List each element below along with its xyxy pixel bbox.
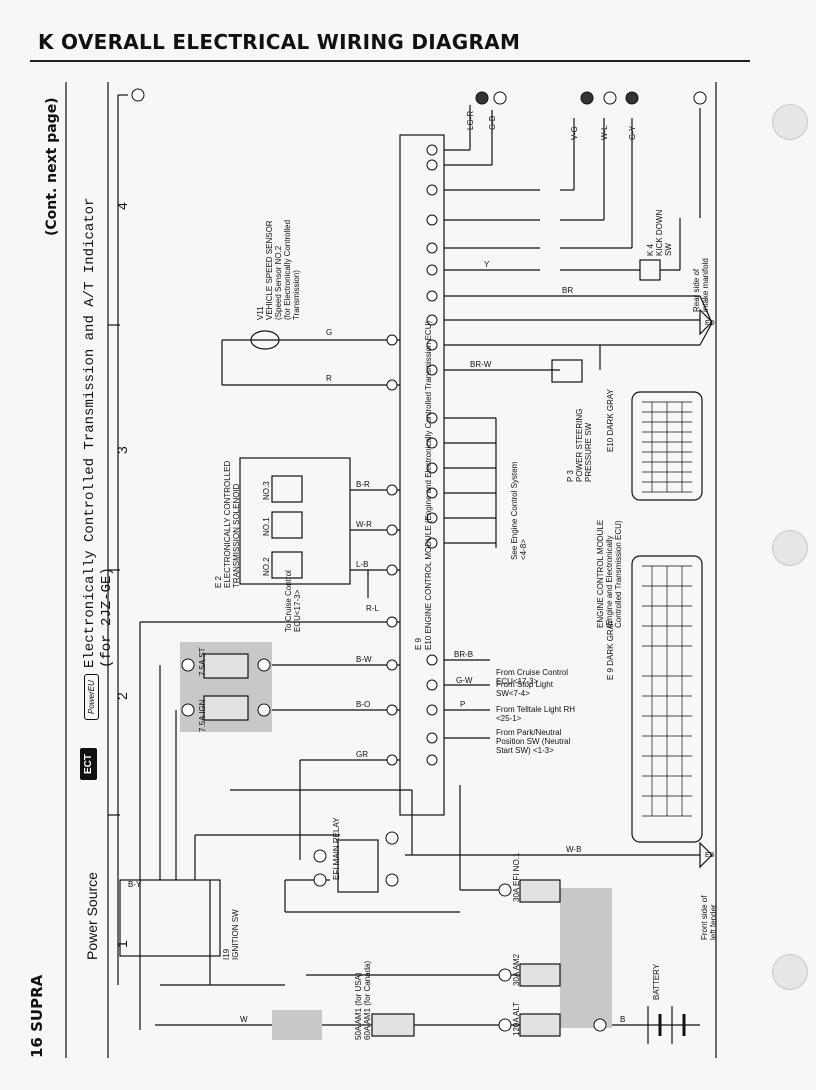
page-header: K OVERALL ELECTRICAL WIRING DIAGRAM — [0, 0, 816, 66]
page-title: K OVERALL ELECTRICAL WIRING DIAGRAM — [38, 30, 521, 54]
vss-label: V11 VEHICLE SPEED SENSOR (Speed Sensor N… — [256, 219, 301, 320]
wire-label-p: P — [460, 700, 466, 709]
ref-a — [131, 88, 145, 102]
solenoid-no2-label: NO.2 — [262, 557, 271, 576]
wire-label-w-r: W-R — [356, 520, 372, 529]
note-from-stop: From Stop Light SW<7-4> — [496, 680, 553, 698]
solenoid-no1-label: NO.1 — [262, 517, 271, 536]
wire-label-w-l: W-L — [600, 125, 609, 140]
note-from-telltale: From Telltale Light RH <25-1> — [496, 705, 575, 723]
kickdown-sw — [639, 259, 661, 281]
ground-ed — [699, 308, 713, 336]
ecm-connector-label: ENGINE CONTROL MODULE (Engine and Electr… — [596, 519, 623, 628]
grid-number-1: 1 — [114, 940, 130, 948]
ref-c — [493, 91, 507, 105]
wire-label-r-l: R-L — [366, 604, 379, 613]
punch-hole-middle — [772, 530, 808, 566]
note-from-park: From Park/Neutral Position SW (Neutral S… — [496, 728, 571, 755]
fuse-st-label: 7.5A ST — [198, 647, 207, 676]
solenoid-box — [239, 457, 351, 585]
wire-label-g-b: G-B — [488, 115, 497, 130]
ps-sw-label: P 3 POWER STEERING PRESSURE SW — [566, 408, 593, 482]
fuse-ign — [203, 695, 249, 721]
note-rear-manifold: Rear side of intake manifold — [692, 258, 710, 312]
ref-d — [580, 91, 594, 105]
wire-label-g: G — [326, 328, 333, 337]
efi-main-relay — [337, 839, 379, 893]
fuse-am1 — [371, 1013, 415, 1037]
punch-hole-top — [772, 104, 808, 140]
wire-label-b: B — [620, 1015, 626, 1024]
solenoid-no3 — [271, 475, 303, 503]
wire-label-br: BR — [562, 286, 574, 295]
punch-hole-bottom — [772, 954, 808, 990]
note-from-cruise: From Cruise Control ECU<17-3> — [496, 668, 569, 686]
fuse-am2-label: 30A AM2 — [512, 953, 521, 986]
ground-eb — [699, 841, 713, 869]
ref-f — [625, 91, 639, 105]
wire-label-w: W — [240, 1015, 248, 1024]
fuse-alt — [519, 1013, 561, 1037]
ecu-label: E 9 E10 ENGINE CONTROL MODULE (Engine an… — [414, 320, 433, 650]
fuse-alt-label: 120A ALT — [512, 1001, 521, 1036]
connector-e10-label: E10 DARK GRAY — [606, 389, 615, 452]
ignition-switch — [119, 879, 221, 957]
wire-label-b-y: B-Y — [128, 880, 142, 889]
fuse-efi — [519, 879, 561, 903]
solenoid-label: E 2 ELECTRONICALLY CONTROLLED TRANSMISSI… — [214, 460, 241, 588]
solenoid-no3-label: NO.3 — [262, 481, 271, 500]
grid-number-4: 4 — [114, 202, 130, 210]
wire-label-b-r: B-R — [356, 480, 370, 489]
fuse-ign-label: 7.5A IGN — [198, 699, 207, 732]
fuse-am2 — [519, 963, 561, 987]
kickdown-label: K 4 KICK DOWN SW — [646, 209, 673, 256]
wire-label-g-y: G-Y — [628, 125, 637, 140]
ground-ed-label: ED — [705, 320, 715, 327]
connector-e9 — [631, 555, 703, 843]
grid-number-3: 3 — [114, 446, 130, 454]
note-cruise-control: To Cruise Control ECU<17-3> — [284, 570, 302, 632]
ignition-label: I19 IGNITION SW — [222, 909, 240, 960]
connector-e9-label: E 9 DARK GRAY — [606, 619, 615, 680]
wire-label-l-b: L-B — [356, 560, 369, 569]
fuse-am1-label: 50A AM1 (for USA) 60A AM1 (for Canada) — [354, 960, 372, 1040]
wire-label-v-g: V-G — [570, 126, 579, 140]
battery-label: BATTERY — [652, 963, 661, 1000]
note-front-fender: Front side of left fender — [700, 895, 718, 940]
wire-label-b-w: B-W — [356, 655, 372, 664]
wire-label-b-o: B-O — [356, 700, 371, 709]
power-fuse-shade — [560, 888, 612, 1028]
wire-label-g-w: G-W — [456, 676, 473, 685]
fuse-st — [203, 653, 249, 679]
vehicle-speed-sensor — [250, 330, 280, 350]
wire-label-br-w: BR-W — [470, 360, 492, 369]
wire-label-r: R — [326, 374, 332, 383]
ref-g — [693, 91, 707, 105]
header-rule — [30, 60, 750, 62]
connector-e10 — [631, 391, 703, 501]
ps-pressure-sw — [551, 359, 583, 383]
ref-e — [603, 91, 617, 105]
wire-label-br-b: BR-B — [454, 650, 474, 659]
note-engine-control: See Engine Control System <4-8> — [510, 461, 528, 560]
junction-shade — [272, 1010, 322, 1040]
ground-eb-label: EB — [705, 852, 715, 859]
wire-label-w-b: W-B — [566, 845, 582, 854]
wire-label-gr: GR — [356, 750, 368, 759]
ecu-box — [399, 134, 445, 816]
grid-number-2: 2 — [114, 692, 130, 700]
solenoid-no1 — [271, 511, 303, 539]
wire-label-y: Y — [484, 260, 490, 269]
relay-label: EFI MAIN RELAY — [332, 817, 341, 880]
wire-label-lg-r: LG-R — [466, 110, 475, 130]
ref-b — [475, 91, 489, 105]
fuse-efi-label: 30A EFI NO.1 — [512, 852, 521, 902]
solenoid-no2 — [271, 551, 303, 579]
